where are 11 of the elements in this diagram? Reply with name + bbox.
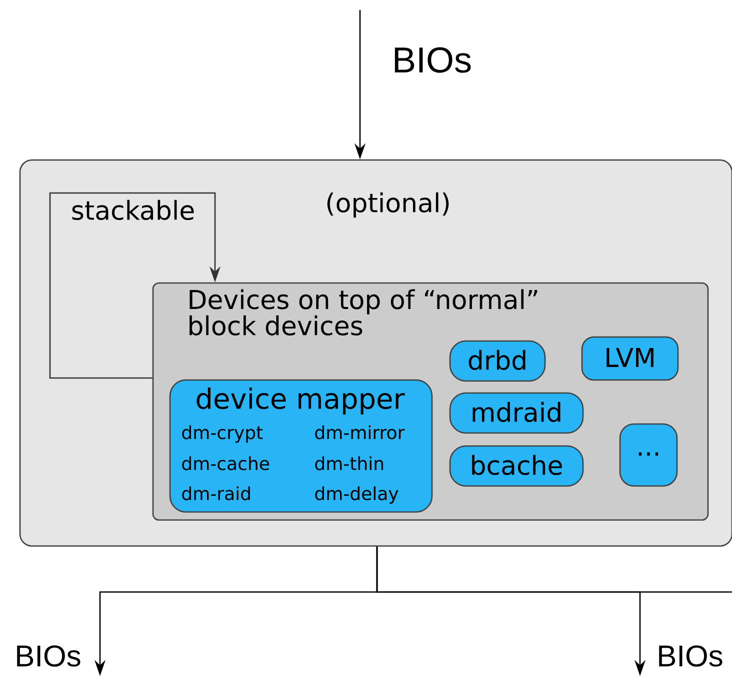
edge-label: BIOs: [659, 645, 722, 667]
device-pill: ...: [619, 423, 678, 487]
device-pill: mdraid: [449, 392, 584, 434]
edge-label: stackable: [72, 200, 194, 220]
arrow: [49, 192, 221, 379]
device-pill: LVM: [581, 336, 679, 381]
edge-label: BIOs: [17, 645, 80, 667]
device-pill: bcache: [449, 445, 584, 487]
device-mapper-box: device mapper dm-crypt dm-mirror dm-cache dm-thin dm-raid dm-delay: [169, 379, 433, 513]
device-pill: drbd: [449, 340, 546, 382]
edge-label: BIOs: [394, 47, 471, 73]
